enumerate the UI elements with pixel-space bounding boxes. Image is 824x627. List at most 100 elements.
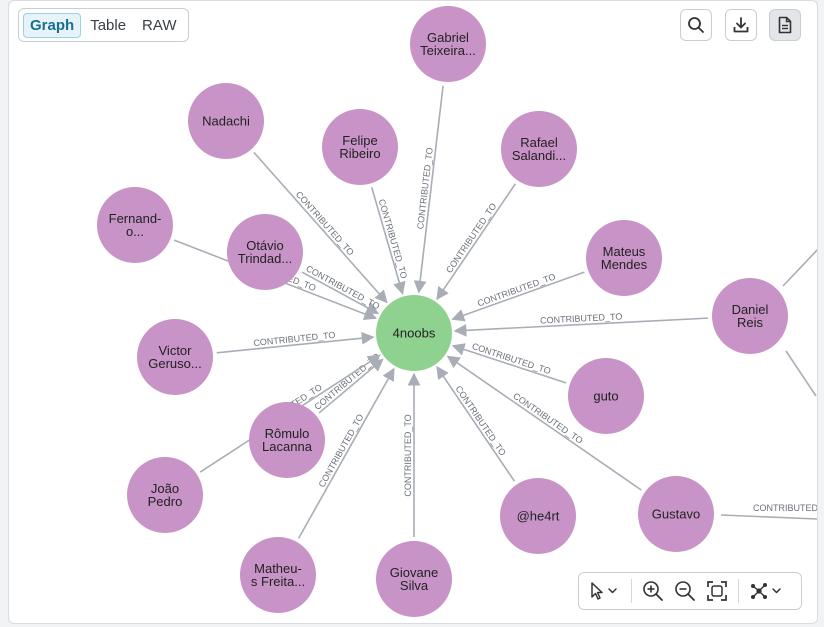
node-circle [500, 478, 576, 554]
node-label: Felipe [342, 133, 377, 148]
edge-label: CONTRIBUTED_TO [403, 414, 413, 496]
relationship-edge[interactable] [446, 355, 642, 491]
select-tool-button[interactable] [587, 578, 621, 604]
node-circle [137, 319, 213, 395]
contributor-node[interactable]: Gustavo [638, 476, 714, 552]
relationship-edge[interactable] [297, 367, 395, 539]
edge-label: CONTRIBUTED_TO [753, 503, 817, 513]
tab-raw[interactable]: RAW [142, 16, 177, 34]
node-label: 4noobs [393, 326, 436, 341]
edge-label: CONTRIBUTED_TO [540, 311, 623, 325]
node-label: Trindad... [238, 251, 292, 266]
node-circle [376, 541, 452, 617]
contributor-node[interactable]: OtávioTrindad... [227, 214, 303, 290]
relationship-edge[interactable] [451, 343, 567, 384]
contributor-node[interactable]: Matheu-s Freita... [240, 537, 316, 613]
node-label: Gustavo [652, 507, 700, 522]
edge-label: CONTRIBUTED_TO [453, 384, 507, 458]
node-label: Gabriel [427, 30, 469, 45]
edge-label: CONTRIBUTED_TO [444, 201, 499, 275]
node-label: Otávio [246, 238, 284, 253]
node-circle [501, 111, 577, 187]
edge-label: CONTRIBUTED_TO [377, 198, 410, 280]
view-tabs: Graph Table RAW [18, 8, 189, 42]
tab-table[interactable]: Table [90, 16, 127, 34]
contributor-node[interactable]: Fernand-o... [97, 187, 173, 263]
relationship-edge[interactable] [370, 187, 406, 295]
contributor-node[interactable]: RafaelSalandi... [501, 111, 577, 187]
node-circle [97, 187, 173, 263]
search-button[interactable] [680, 9, 712, 41]
fit-screen-icon [707, 581, 727, 601]
download-icon [733, 17, 749, 33]
document-icon [778, 16, 792, 34]
edge-label: CONTRIBUTED_TO [471, 341, 552, 376]
cursor-icon [591, 582, 617, 600]
node-circle [376, 295, 452, 371]
node-label: João [151, 481, 179, 496]
relationship-edge[interactable] [253, 151, 388, 304]
node-label: Silva [400, 578, 429, 593]
node-label: guto [593, 389, 618, 404]
relationship-edge[interactable] [453, 317, 709, 337]
relationship-edge[interactable] [785, 350, 817, 397]
download-button[interactable] [725, 9, 757, 41]
relationship-edge[interactable] [720, 514, 817, 520]
relationship-edge[interactable] [451, 271, 585, 322]
relationship-edge[interactable] [782, 246, 817, 287]
layout-button[interactable] [749, 578, 785, 604]
node-label: Giovane [390, 565, 438, 580]
node-circle [127, 457, 203, 533]
contributor-node[interactable]: @he4rt [500, 478, 576, 554]
node-label: o... [126, 224, 144, 239]
node-label: Geruso... [148, 356, 201, 371]
divider [631, 579, 632, 603]
zoom-in-button[interactable] [642, 578, 664, 604]
node-circle [568, 358, 644, 434]
node-label: Nadachi [202, 114, 250, 129]
search-icon [688, 17, 704, 33]
relationship-edge[interactable] [413, 85, 444, 294]
relationship-edge[interactable] [436, 365, 516, 482]
contributor-node[interactable]: Nadachi [188, 83, 264, 159]
node-label: Daniel [732, 302, 769, 317]
node-circle [322, 109, 398, 185]
node-label: Rafael [520, 135, 558, 150]
relationship-edge[interactable] [216, 331, 375, 354]
relationship-edge[interactable] [436, 183, 517, 301]
tab-graph[interactable]: Graph [23, 12, 82, 38]
contributor-node[interactable]: VictorGeruso... [137, 319, 213, 395]
edge-label: CONTRIBUTED_TO [476, 271, 557, 308]
graph-layout-icon [751, 583, 781, 599]
document-button[interactable] [769, 9, 801, 41]
repository-node[interactable]: 4noobs [376, 295, 452, 371]
node-label: Lacanna [262, 439, 313, 454]
fit-to-screen-button[interactable] [706, 578, 728, 604]
relationship-edge[interactable] [318, 358, 384, 414]
node-circle [240, 537, 316, 613]
divider [738, 579, 739, 603]
zoom-in-icon [643, 581, 663, 601]
node-label: Salandi... [512, 148, 566, 163]
zoom-out-button[interactable] [674, 578, 696, 604]
node-label: Rômulo [265, 426, 310, 441]
node-label: Fernand- [109, 211, 162, 226]
node-circle [712, 278, 788, 354]
node-circle [410, 6, 486, 82]
node-label: Pedro [148, 494, 183, 509]
node-circle [249, 402, 325, 478]
node-label: Matheu- [254, 561, 302, 576]
relationship-edge[interactable] [301, 271, 380, 315]
contributor-node[interactable]: guto [568, 358, 644, 434]
node-label: Victor [159, 343, 193, 358]
contributor-node[interactable]: GabrielTeixeira... [410, 6, 486, 82]
